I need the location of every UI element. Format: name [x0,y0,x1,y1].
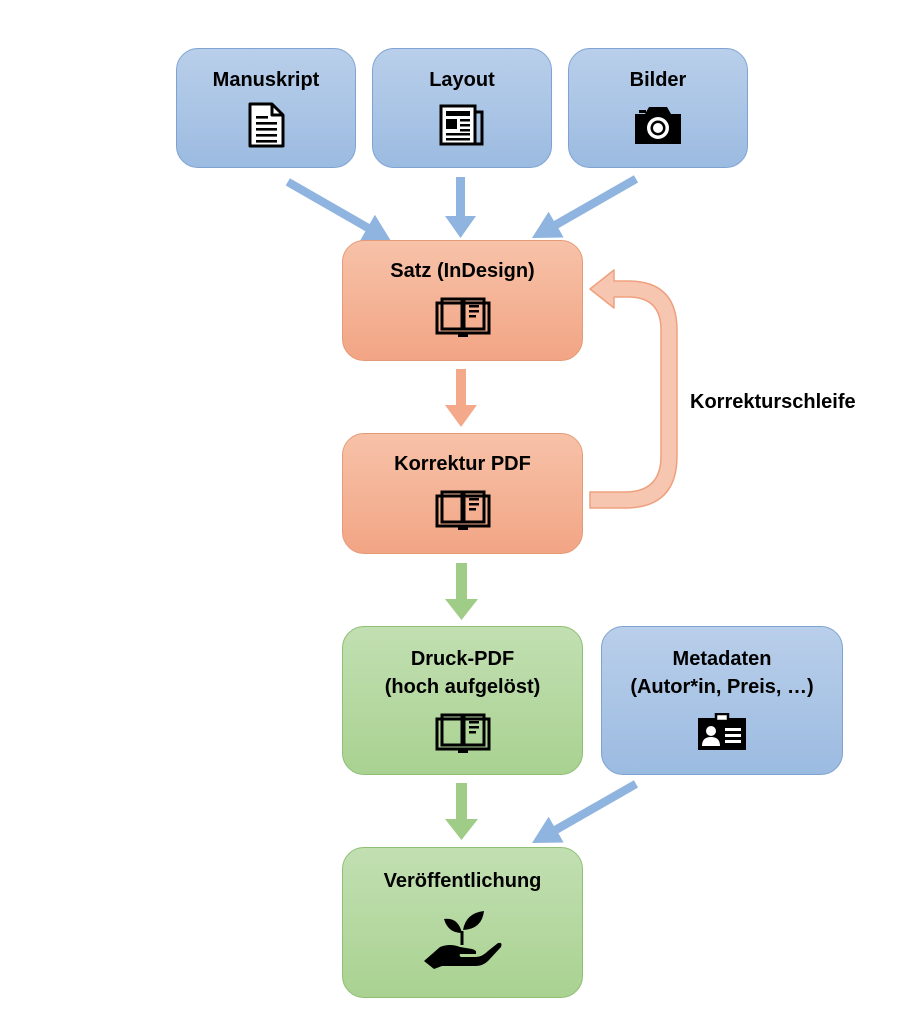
arrow-bilder-to-satz [532,175,639,238]
node-label: Layout [429,69,495,91]
node-label: Manuskript [212,69,320,91]
node-bilder: Bilder [568,48,748,168]
node-manuskript: Manuskript [176,48,356,168]
node-label: Veröffentlichung [383,870,542,892]
node-veroeffentlichung: Veröffentlichung [342,847,583,998]
open-book-icon [435,490,490,530]
node-label: Bilder [629,69,687,91]
node-layout: Layout [372,48,552,168]
camera-icon [635,107,681,144]
arrow-manuskript-to-satz [285,178,391,241]
arrow-druck-to-veroeffentlichung [445,783,478,840]
hand-plant-icon [423,911,502,969]
open-book-icon [435,713,490,753]
korrekturschleife-label: Korrekturschleife [690,391,856,413]
arrow-korrektur-to-druck [445,563,478,620]
node-label: Metadaten (Autor*in, Preis, …) [630,648,814,698]
node-metadaten: Metadaten (Autor*in, Preis, …) [601,626,843,775]
arrow-satz-to-korrektur [445,369,477,427]
id-badge-icon [698,713,746,750]
node-label: Korrektur PDF [394,453,531,475]
node-satz: Satz (InDesign) [342,240,583,361]
arrow-metadaten-to-veroeffentlichung [532,780,639,843]
document-icon [248,102,285,148]
newspaper-icon [439,104,484,146]
arrow-korrekturschleife [589,269,678,509]
node-label: Satz (InDesign) [390,260,535,282]
node-druck-pdf: Druck-PDF (hoch aufgelöst) [342,626,583,775]
open-book-icon [435,297,490,337]
node-label: Druck-PDF (hoch aufgelöst) [384,648,541,698]
node-korrektur-pdf: Korrektur PDF [342,433,583,554]
arrow-layout-to-satz [445,177,476,238]
